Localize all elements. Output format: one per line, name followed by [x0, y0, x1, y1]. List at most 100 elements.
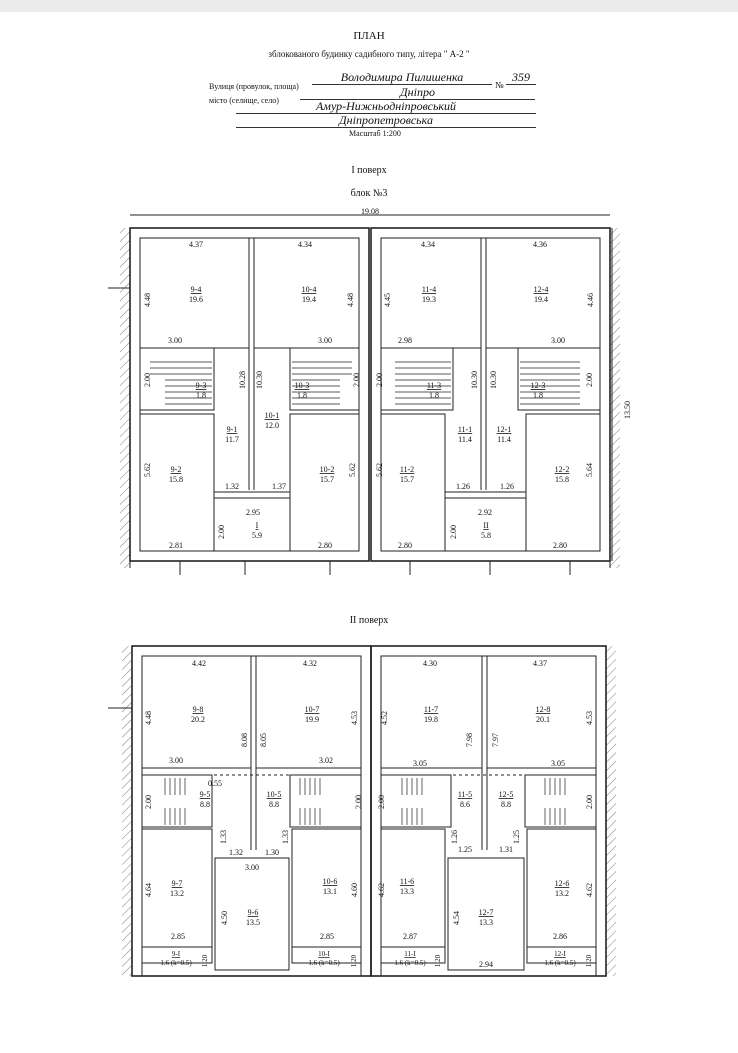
room-label: 9-58.8: [200, 790, 211, 809]
svg-text:15.7: 15.7: [320, 475, 334, 484]
svg-text:15.8: 15.8: [169, 475, 183, 484]
dim-label: 4.34: [298, 240, 312, 249]
svg-text:9-2: 9-2: [171, 465, 182, 474]
dim-label: 10.30: [470, 371, 479, 389]
floor1-plan: 19.08 13.50 4.37 4.34 4.34 4.36 4.48 4.4…: [108, 207, 632, 575]
city-value: Дніпро: [300, 86, 535, 100]
dim-label: 2.00: [375, 373, 384, 387]
room-label: 9-31.8: [196, 381, 207, 400]
viewer-top-bar: [0, 0, 738, 12]
svg-text:12-3: 12-3: [531, 381, 546, 390]
room-label: 12-I1.6 (k=0.5): [544, 950, 576, 967]
dim-label: 4.62: [377, 883, 386, 897]
svg-text:15.7: 15.7: [400, 475, 414, 484]
dim-label: 7.97: [491, 733, 500, 747]
dim-label: 7.98: [465, 733, 474, 747]
room-label: 12-613.2: [555, 879, 570, 898]
room-label: 12-215.8: [555, 465, 570, 484]
dim-label: 2.87: [403, 932, 417, 941]
room-label: 11-215.7: [400, 465, 414, 484]
svg-text:11.4: 11.4: [497, 435, 511, 444]
svg-text:19.3: 19.3: [422, 295, 436, 304]
svg-text:11-5: 11-5: [458, 790, 472, 799]
svg-text:11-I: 11-I: [404, 950, 416, 958]
room-label: 9-111.7: [225, 425, 239, 444]
dim-label: 4.48: [143, 293, 152, 307]
svg-text:12-5: 12-5: [499, 790, 514, 799]
dim-label: 3.00: [168, 336, 182, 345]
dim-label: 2.00: [354, 795, 363, 809]
dim-label: 2.85: [320, 932, 334, 941]
dim-label: 1.26: [450, 830, 459, 844]
room-label: 9-215.8: [169, 465, 183, 484]
room-label: 12-111.4: [497, 425, 512, 444]
svg-text:12-2: 12-2: [555, 465, 570, 474]
dim-label: 4.54: [452, 911, 461, 925]
svg-text:13.1: 13.1: [323, 887, 337, 896]
dim-label: 2.94: [479, 960, 493, 969]
dim-label: 3.00: [245, 863, 259, 872]
dim-label: 1.37: [272, 482, 286, 491]
floor1-title: І поверх: [351, 165, 387, 176]
city-label: місто (селище, село): [209, 96, 279, 105]
street-label: Вулиця (провулок, площа): [209, 82, 299, 91]
scale-label: Масштаб 1:200: [349, 129, 401, 138]
dim-label: 2.00: [585, 373, 594, 387]
svg-text:1.6 (k=0.5): 1.6 (k=0.5): [160, 959, 192, 967]
room-label: II5.8: [481, 521, 491, 540]
room-label: 9-613.5: [246, 908, 260, 927]
dim-label: 4.46: [586, 293, 595, 307]
dim-label: 2.00: [143, 373, 152, 387]
document-subtitle: зблокованого будинку садибного типу, літ…: [268, 49, 470, 59]
dim-label: 1.25: [512, 830, 521, 844]
document-title: ПЛАН: [353, 30, 385, 42]
f1-overall-width: 19.08: [361, 207, 379, 216]
dim-label: 4.30: [423, 659, 437, 668]
floor2-plan: 4.42 4.32 4.30 4.37 4.48 4.53 4.52 4.53 …: [108, 645, 616, 977]
dim-label: 2.00: [144, 795, 153, 809]
dim-label: 1.32: [229, 848, 243, 857]
dim-label: 2.00: [449, 525, 458, 539]
svg-text:12-6: 12-6: [555, 879, 570, 888]
dim-label: 1.20: [350, 954, 358, 967]
room-label: 12-58.8: [499, 790, 514, 809]
region-value: Дніпропетровська: [236, 114, 536, 128]
dim-label: 3.00: [169, 756, 183, 765]
dim-label: 2.92: [478, 508, 492, 517]
svg-text:11.4: 11.4: [458, 435, 472, 444]
room-label: 12-713.3: [479, 908, 494, 927]
dim-label: 1.26: [500, 482, 514, 491]
svg-text:12.0: 12.0: [265, 421, 279, 430]
dim-label: 4.42: [192, 659, 206, 668]
dim-label: 2.85: [171, 932, 185, 941]
dim-label: 4.60: [350, 883, 359, 897]
dim-label: 10.30: [489, 371, 498, 389]
district-value: Амур-Нижньодніпровський: [236, 100, 536, 114]
svg-text:II: II: [483, 521, 489, 530]
svg-text:13.3: 13.3: [400, 887, 414, 896]
svg-text:I: I: [256, 521, 259, 530]
svg-text:11.7: 11.7: [225, 435, 239, 444]
svg-text:13.3: 13.3: [479, 918, 493, 927]
dim-label: 8.08: [240, 733, 249, 747]
dim-label: 1.31: [499, 845, 513, 854]
dim-label: 4.32: [303, 659, 317, 668]
svg-text:13.2: 13.2: [555, 889, 569, 898]
room-label: 11-111.4: [458, 425, 472, 444]
room-label: 10-719.9: [305, 705, 320, 724]
svg-text:10-6: 10-6: [323, 877, 338, 886]
dim-label: 2.80: [318, 541, 332, 550]
svg-text:1.8: 1.8: [297, 391, 307, 400]
dim-label: 10.28: [238, 371, 247, 389]
svg-text:10-4: 10-4: [302, 285, 317, 294]
floor1-block: блок №3: [350, 188, 388, 199]
dim-label: 2.00: [377, 795, 386, 809]
svg-text:9-I: 9-I: [172, 950, 181, 958]
room-label: 10-419.4: [302, 285, 317, 304]
dim-label: 3.00: [318, 336, 332, 345]
room-label: 11-419.3: [422, 285, 436, 304]
room-label: 11-613.3: [400, 877, 414, 896]
svg-text:1.6 (k=0.5): 1.6 (k=0.5): [544, 959, 576, 967]
dim-label: 1.25: [458, 845, 472, 854]
number-label: №: [495, 80, 504, 90]
